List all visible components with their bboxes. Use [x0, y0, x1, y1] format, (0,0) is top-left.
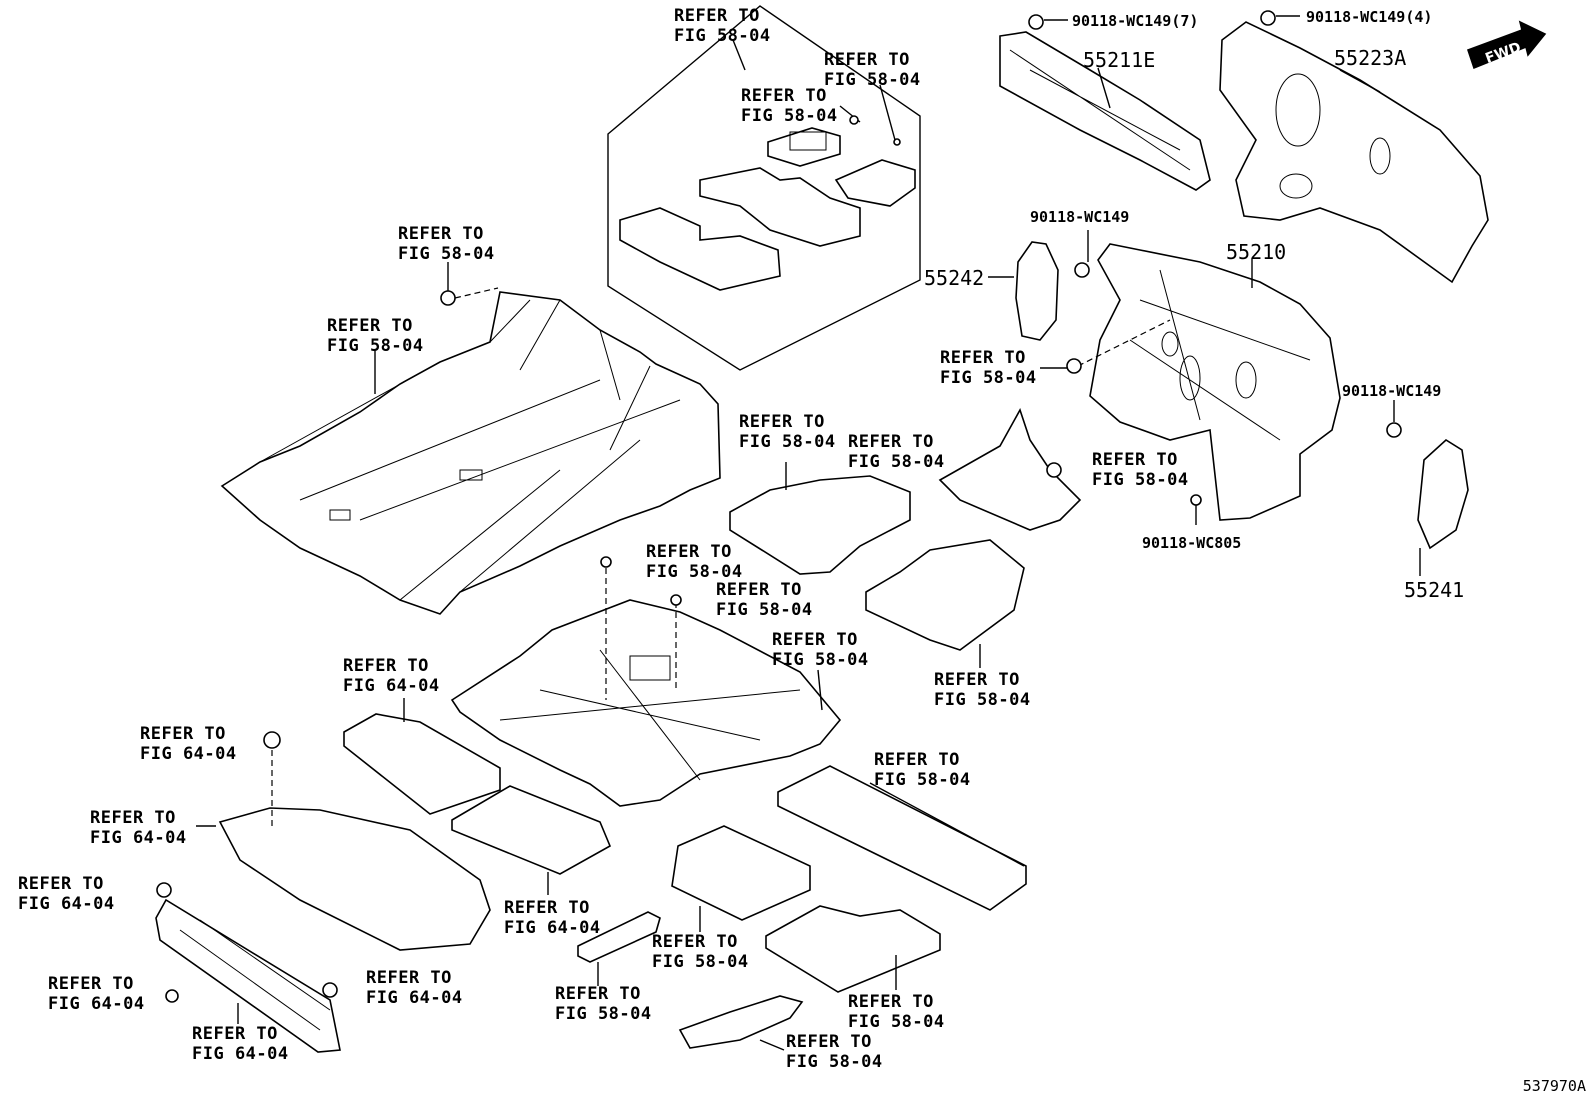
fwd-arrow-icon: FWD — [1466, 20, 1547, 70]
floor-carpet — [220, 262, 721, 615]
floor-mats-set — [619, 84, 916, 291]
part-number-clip-wc805: 90118-WC805 — [1142, 534, 1242, 552]
cowl-side-silencer-55242 — [988, 241, 1090, 341]
part-number-clip-wc149-7: 90118-WC149(7) — [1072, 12, 1199, 30]
cowl-side-silencer-55241 — [1386, 422, 1469, 576]
part-number-55242: 55242 — [924, 266, 985, 290]
dash-panel-silencer-55210 — [1077, 243, 1341, 521]
part-number-clip-wc149-4: 90118-WC149(4) — [1306, 8, 1433, 26]
part-number-clip-wc149-b: 90118-WC149 — [1342, 382, 1442, 400]
dash-insulator-55223A — [1219, 10, 1489, 284]
part-number-55211E: 55211E — [1083, 48, 1156, 72]
floor-spacer-blocks — [729, 462, 1025, 668]
mat-group-frame — [607, 5, 921, 371]
part-number-55210: 55210 — [1226, 240, 1287, 264]
part-number-55223A: 55223A — [1334, 46, 1407, 70]
dash-side-silencer — [938, 408, 1082, 531]
part-number-clip-wc149-a: 90118-WC149 — [1030, 208, 1130, 226]
dash-insulator-55211E — [999, 14, 1211, 191]
illustration-id: 537970A — [1522, 1077, 1586, 1095]
rear-trim-panel — [155, 882, 341, 1053]
floor-mats-lower — [577, 765, 1027, 1051]
rear-floor-boards — [196, 698, 612, 951]
floor-silencer — [450, 556, 842, 807]
part-number-55241: 55241 — [1404, 578, 1465, 602]
